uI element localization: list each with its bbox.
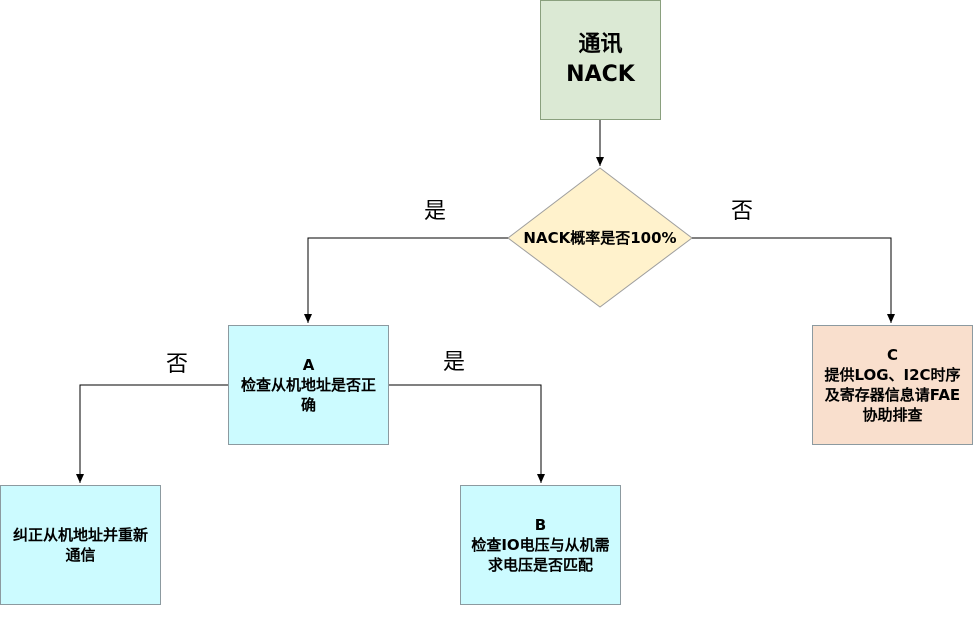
node-c-line2: 及寄存器信息请FAE [824, 386, 961, 404]
node-fix-line1: 纠正从机地址并重新 [12, 526, 148, 544]
node-b-line2: 求电压是否匹配 [487, 556, 593, 574]
node-fix-line2: 通信 [65, 546, 96, 564]
edge-label-a-no: 否 [166, 352, 189, 377]
node-b-line1: 检查IO电压与从机需 [471, 536, 610, 554]
node-c-id: C [886, 346, 898, 364]
edge-decision-yes-to-a [304, 237, 508, 323]
node-b-check-io-voltage: B 检查IO电压与从机需 求电压是否匹配 [460, 485, 621, 605]
start-node-comm-nack: 通讯 NACK [540, 0, 661, 120]
node-a-line2: 确 [300, 396, 316, 414]
edge-label-decision-no: 否 [731, 199, 754, 224]
node-fix-slave-address: 纠正从机地址并重新 通信 [0, 485, 161, 605]
node-c-line1: 提供LOG、I2C时序 [824, 366, 961, 384]
decision-node-label: NACK概率是否100% [523, 229, 677, 247]
edge-a-yes-to-b [389, 384, 545, 483]
node-c-line3: 协助排查 [862, 406, 923, 424]
node-a-line1: 检查从机地址是否正 [240, 376, 376, 394]
start-node-line2: NACK [566, 62, 635, 87]
start-node-line1: 通讯 [578, 32, 623, 57]
edge-decision-no-to-c [692, 237, 895, 323]
node-c-provide-logs-to-fae: C 提供LOG、I2C时序 及寄存器信息请FAE 协助排查 [812, 325, 973, 445]
node-a-check-slave-address: A 检查从机地址是否正 确 [228, 325, 389, 445]
node-a-id: A [302, 356, 315, 374]
edge-label-decision-yes: 是 [424, 199, 447, 224]
node-b-id: B [534, 516, 547, 534]
edge-label-a-yes: 是 [443, 350, 466, 375]
edge-a-no-to-fix [76, 384, 228, 483]
decision-diamond [507, 167, 693, 308]
